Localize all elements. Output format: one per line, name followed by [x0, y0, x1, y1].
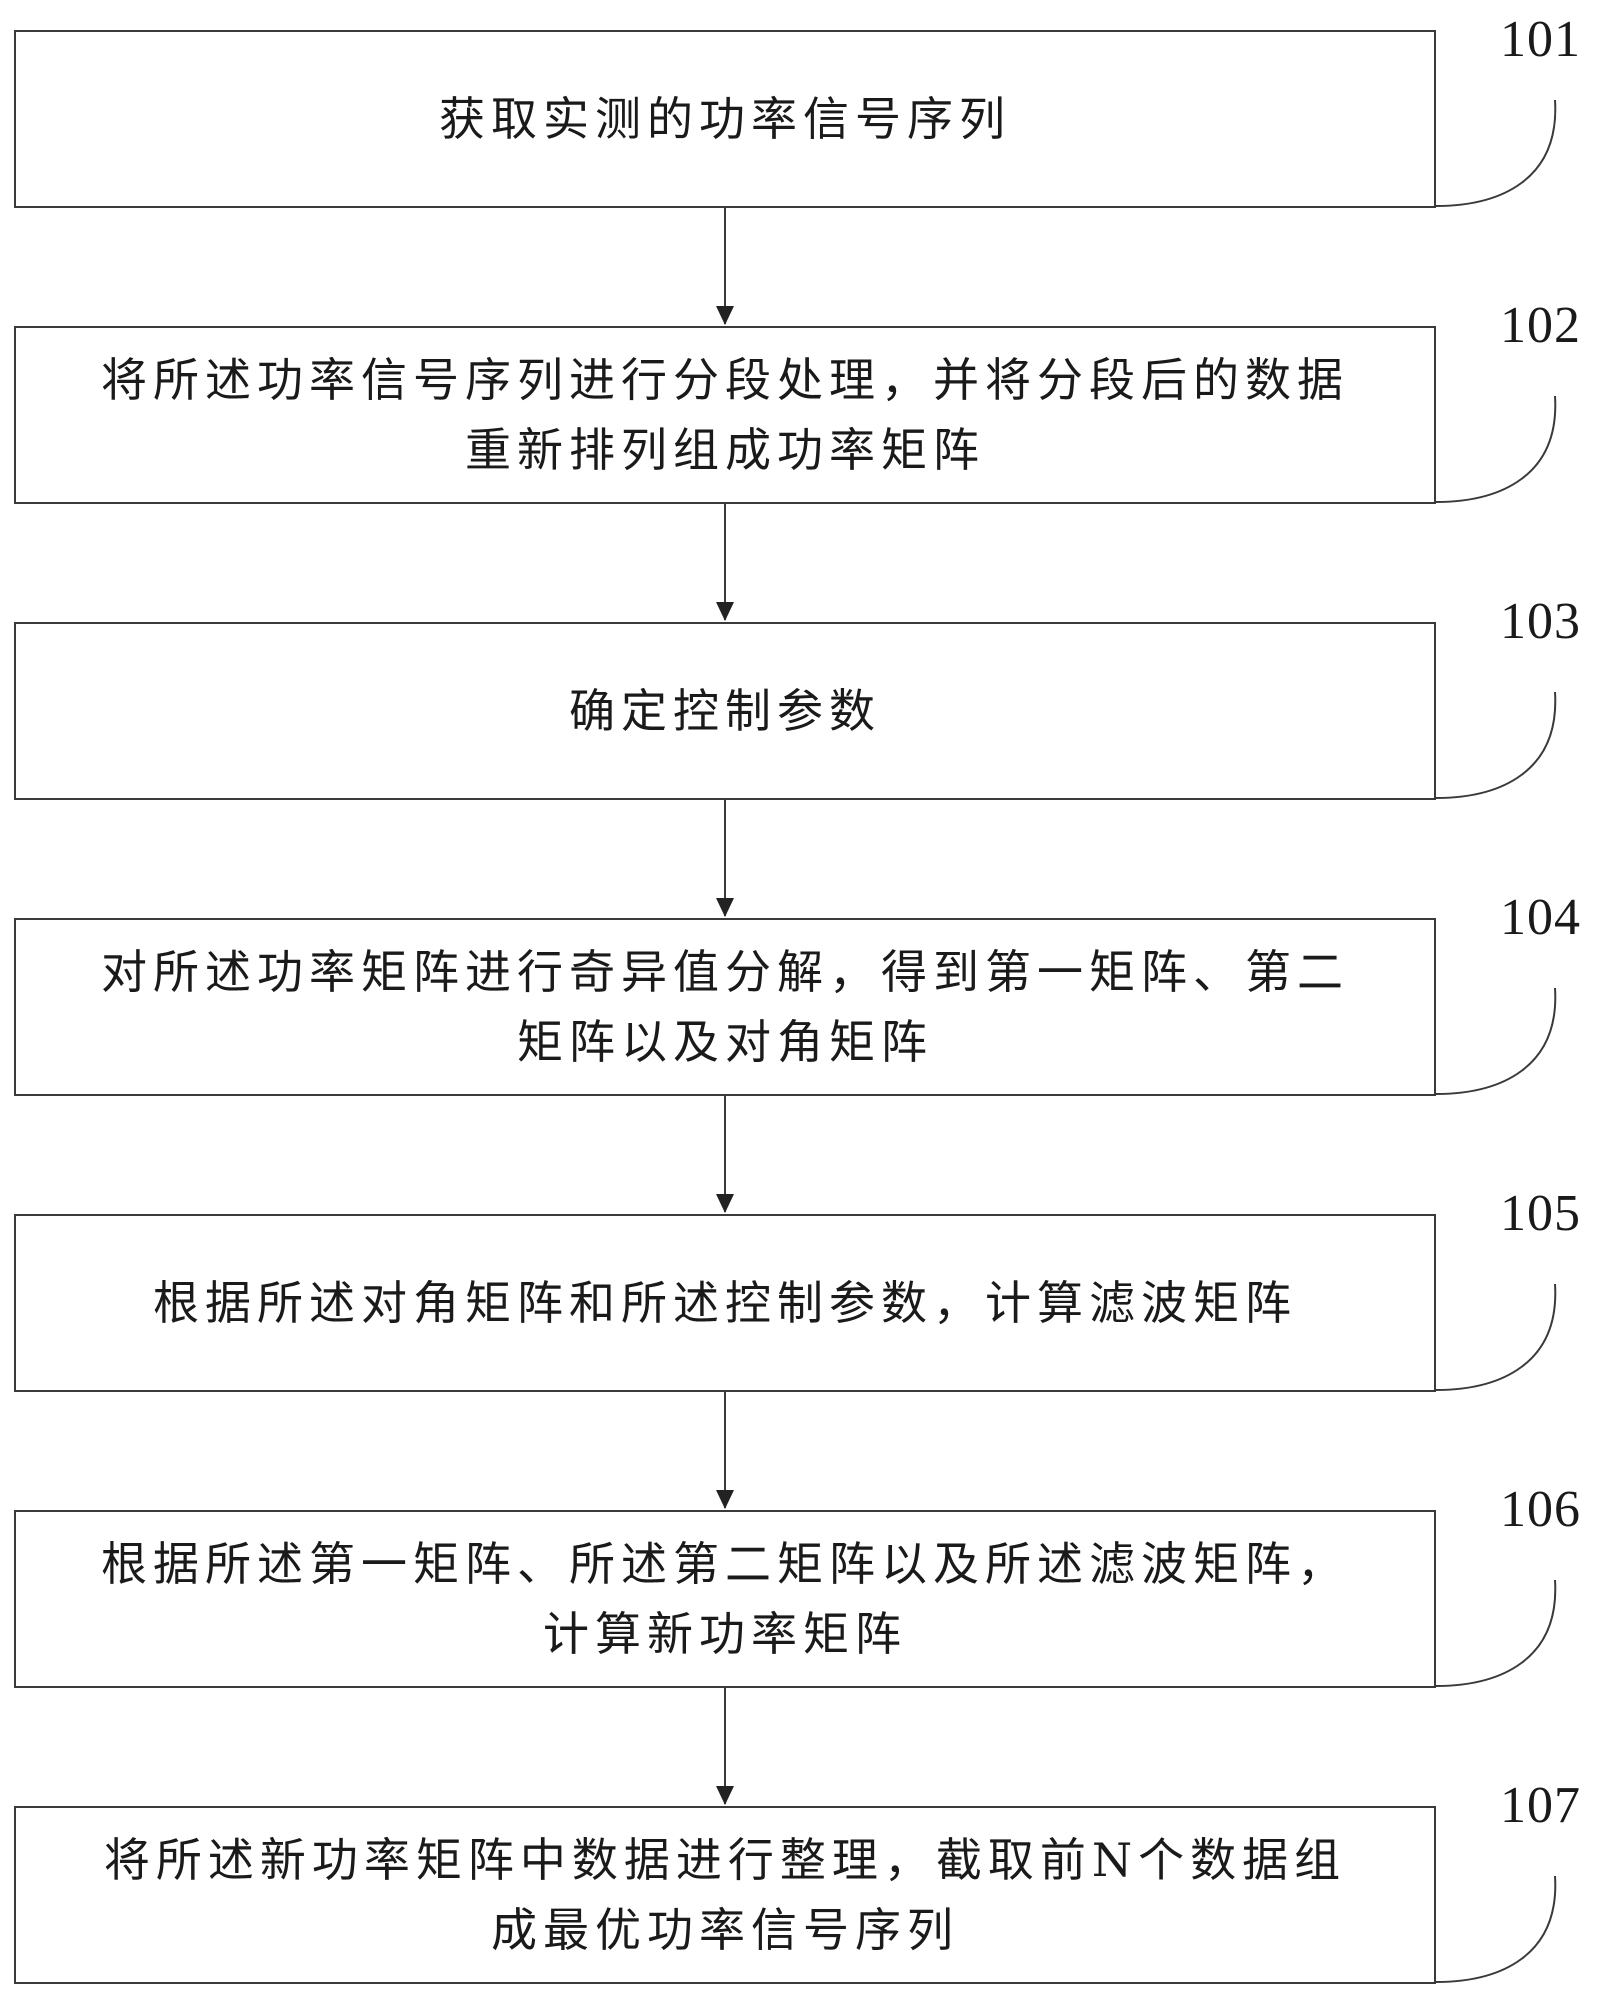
step-text-105: 根据所述对角矩阵和所述控制参数，计算滤波矩阵 [143, 1268, 1307, 1338]
step-number-103: 103 [1500, 593, 1581, 650]
step-line: 计算新功率矩阵 [543, 1607, 907, 1661]
step-line: 成最优功率信号序列 [491, 1903, 959, 1957]
step-number-105: 105 [1500, 1185, 1581, 1242]
step-number-107: 107 [1500, 1777, 1581, 1834]
step-box-105: 根据所述对角矩阵和所述控制参数，计算滤波矩阵 [14, 1214, 1436, 1392]
step-line: 根据所述对角矩阵和所述控制参数，计算滤波矩阵 [153, 1276, 1297, 1330]
step-text-107: 将所述新功率矩阵中数据进行整理，截取前N个数据组 成最优功率信号序列 [94, 1825, 1356, 1965]
step-line: 确定控制参数 [569, 684, 881, 738]
step-number-106: 106 [1500, 1481, 1581, 1538]
step-box-107: 将所述新功率矩阵中数据进行整理，截取前N个数据组 成最优功率信号序列 [14, 1806, 1436, 1984]
step-number-104: 104 [1500, 889, 1581, 946]
step-line: 将所述新功率矩阵中数据进行整理，截取前N个数据组 [103, 1833, 1347, 1887]
arrowhead-101-102 [716, 306, 734, 325]
step-box-102: 将所述功率信号序列进行分段处理，并将分段后的数据 重新排列组成功率矩阵 [14, 326, 1436, 504]
step-text-102: 将所述功率信号序列进行分段处理，并将分段后的数据 重新排列组成功率矩阵 [91, 345, 1359, 485]
step-box-106: 根据所述第一矩阵、所述第二矩阵以及所述滤波矩阵， 计算新功率矩阵 [14, 1510, 1436, 1688]
leader-102 [1435, 395, 1557, 503]
arrowhead-102-103 [716, 602, 734, 621]
step-box-104: 对所述功率矩阵进行奇异值分解，得到第一矩阵、第二 矩阵以及对角矩阵 [14, 918, 1436, 1096]
step-line: 将所述功率信号序列进行分段处理，并将分段后的数据 [101, 353, 1349, 407]
arrowhead-104-105 [716, 1194, 734, 1213]
step-box-103: 确定控制参数 [14, 622, 1436, 800]
step-line: 根据所述第一矩阵、所述第二矩阵以及所述滤波矩阵， [101, 1537, 1349, 1591]
step-number-101: 101 [1500, 11, 1581, 68]
arrowhead-105-106 [716, 1490, 734, 1509]
step-text-106: 根据所述第一矩阵、所述第二矩阵以及所述滤波矩阵， 计算新功率矩阵 [91, 1529, 1359, 1669]
step-line: 矩阵以及对角矩阵 [517, 1015, 933, 1069]
leader-105 [1435, 1283, 1557, 1391]
step-line: 重新排列组成功率矩阵 [465, 423, 985, 477]
step-text-104: 对所述功率矩阵进行奇异值分解，得到第一矩阵、第二 矩阵以及对角矩阵 [91, 937, 1359, 1077]
step-box-101: 获取实测的功率信号序列 [14, 30, 1436, 208]
leader-103 [1435, 691, 1557, 799]
arrowhead-103-104 [716, 898, 734, 917]
leader-101 [1435, 99, 1557, 207]
step-text-101: 获取实测的功率信号序列 [429, 84, 1021, 154]
arrowhead-106-107 [716, 1786, 734, 1805]
step-number-102: 102 [1500, 297, 1581, 354]
step-text-103: 确定控制参数 [559, 676, 891, 746]
leader-107 [1435, 1875, 1557, 1983]
step-line: 获取实测的功率信号序列 [439, 92, 1011, 146]
step-line: 对所述功率矩阵进行奇异值分解，得到第一矩阵、第二 [101, 945, 1349, 999]
leader-106 [1435, 1579, 1557, 1687]
leader-104 [1435, 987, 1557, 1095]
